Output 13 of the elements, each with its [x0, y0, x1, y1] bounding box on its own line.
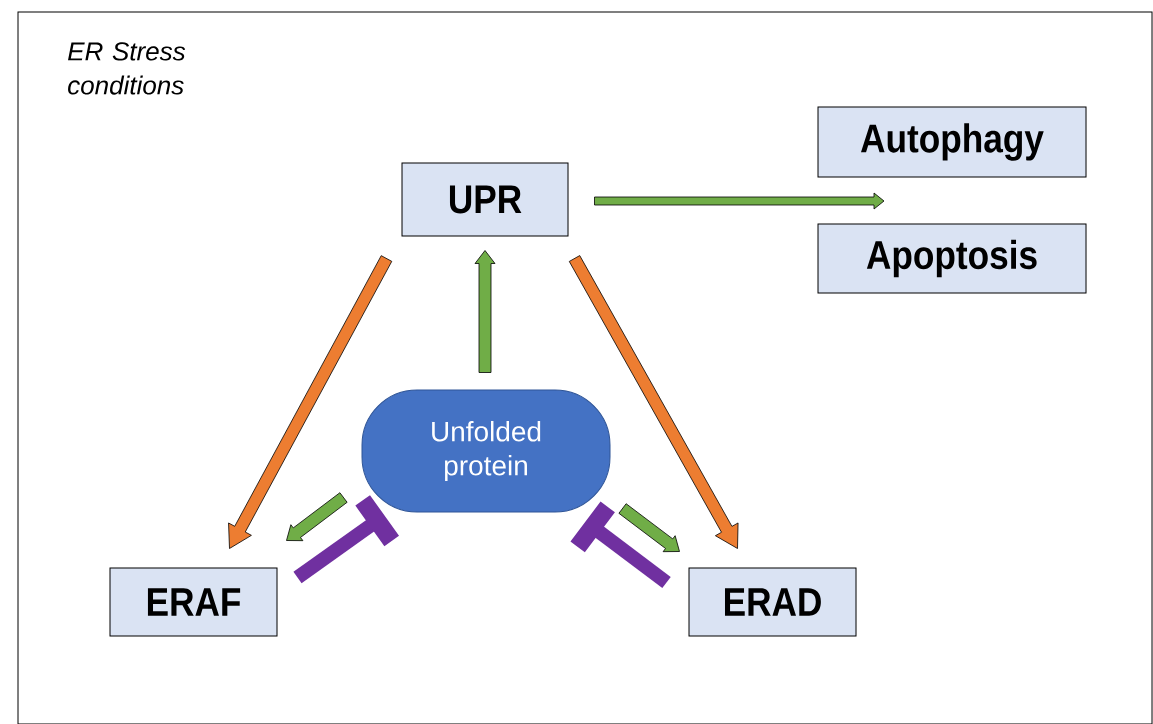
rounded-box: Unfolded protein	[361, 389, 611, 513]
arrow	[568, 255, 739, 549]
process-box: Apoptosis	[817, 223, 1087, 294]
arrow	[474, 250, 496, 373]
process-box: Autophagy	[817, 106, 1087, 178]
arrow	[618, 503, 680, 553]
arrow	[228, 255, 393, 549]
arrow	[286, 492, 348, 542]
process-box: UPR	[401, 162, 569, 237]
process-box: ERAD	[688, 567, 857, 637]
process-box: ERAF	[109, 567, 278, 637]
note-text: ER Stress conditions	[68, 42, 186, 95]
arrow	[594, 192, 885, 210]
